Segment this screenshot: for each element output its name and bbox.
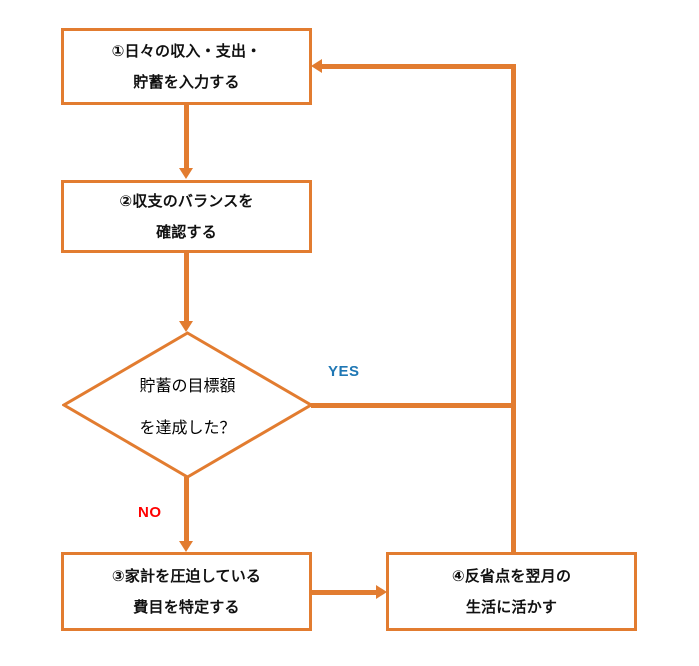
connector-feedback-horizontal	[320, 64, 516, 69]
connector-step1-to-step2	[184, 105, 189, 170]
flow-node-decision[interactable]: 貯蓄の目標額 を達成した？	[62, 331, 313, 479]
flow-node-step3[interactable]: ③家計を圧迫している 費目を特定する	[61, 552, 312, 631]
arrowhead-step3-to-step4	[376, 585, 387, 599]
arrowhead-feedback-to-step1	[311, 59, 322, 73]
connector-feedback-vertical	[511, 64, 516, 405]
flow-node-step3-line-1: ③家計を圧迫している	[111, 567, 262, 585]
flow-node-decision-line-2: を達成した？	[139, 420, 236, 437]
flow-node-step4[interactable]: ④反省点を翌月の 生活に活かす	[386, 552, 637, 631]
flow-node-step1-line-2: 貯蓄を入力する	[133, 73, 240, 91]
arrowhead-no-to-step3	[179, 541, 193, 552]
connector-step2-to-decision	[184, 253, 189, 325]
flow-node-step3-line-2: 費目を特定する	[133, 598, 240, 616]
connector-no-vertical	[184, 477, 189, 545]
flow-node-decision-text: 貯蓄の目標額 を達成した？	[62, 331, 313, 479]
connector-yes-horizontal	[311, 403, 516, 408]
flow-node-step1[interactable]: ①日々の収入・支出・ 貯蓄を入力する	[61, 28, 312, 105]
flow-node-step2-line-1: ②収支のバランスを	[119, 192, 254, 210]
flow-node-step1-line-1: ①日々の収入・支出・	[111, 42, 262, 60]
edge-label-yes: YES	[328, 363, 360, 380]
arrowhead-step1-to-step2	[179, 168, 193, 179]
connector-yes-to-step4-vertical	[511, 403, 516, 553]
connector-step3-to-step4	[312, 590, 379, 595]
flow-node-step4-line-2: 生活に活かす	[465, 598, 558, 616]
flow-node-step4-line-1: ④反省点を翌月の	[451, 567, 572, 585]
arrowhead-step2-to-decision	[179, 321, 193, 332]
flow-node-step2[interactable]: ②収支のバランスを 確認する	[61, 180, 312, 253]
flow-node-step2-line-2: 確認する	[156, 223, 217, 241]
edge-label-no: NO	[138, 504, 162, 521]
flow-node-decision-line-1: 貯蓄の目標額	[139, 378, 236, 395]
